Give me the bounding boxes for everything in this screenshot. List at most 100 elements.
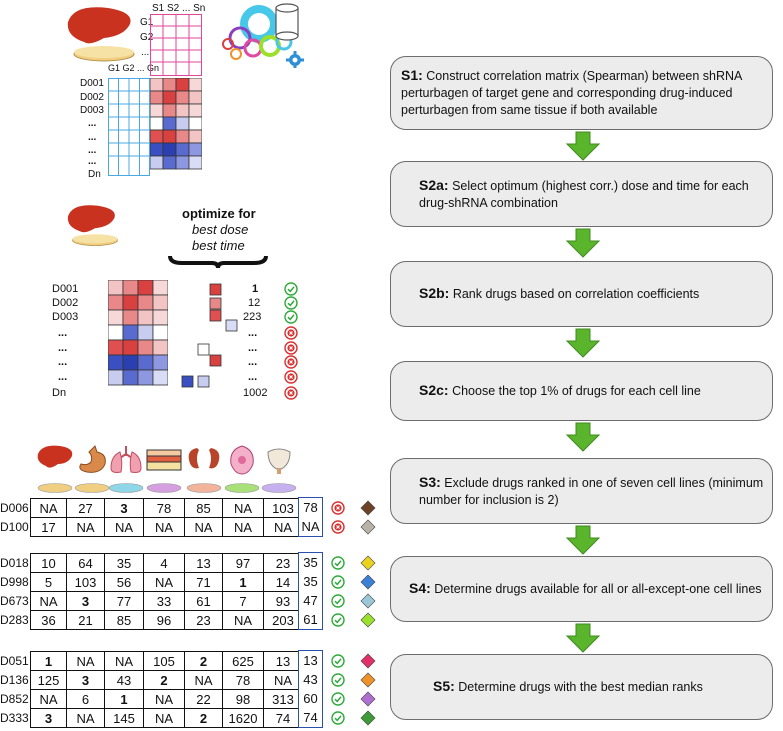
median-value: 43 — [303, 672, 318, 687]
median-value: 47 — [303, 593, 318, 608]
rank-cell: NA — [263, 670, 303, 690]
cross-icon — [284, 341, 298, 360]
liver-dish-illustration-1 — [67, 7, 135, 62]
rank-cell: NA — [66, 651, 105, 671]
rank-cell: 145 — [104, 708, 144, 728]
step-label: S2c: — [419, 382, 449, 398]
step-box: S5: Determine drugs with the best median… — [390, 654, 773, 720]
optimize-row-label: D001 — [52, 283, 79, 295]
drug-color-marker — [360, 672, 376, 693]
step-text: Determine drugs available for all or all… — [434, 582, 762, 596]
gene-sample-grid — [150, 14, 202, 76]
step-text: Exclude drugs ranked in one of seven cel… — [419, 475, 764, 507]
rank-cell: 85 — [104, 610, 144, 630]
step-label: S2b: — [419, 285, 450, 301]
drug-color-marker — [360, 710, 376, 731]
median-value: 78 — [303, 500, 318, 515]
drug-id-label: D100 — [0, 520, 29, 534]
drug-id-label: D006 — [0, 501, 29, 515]
check-icon — [331, 613, 345, 632]
breast-icon — [222, 444, 262, 501]
rank-cell: NA — [30, 498, 67, 518]
check-icon — [331, 692, 345, 711]
median-value: 13 — [303, 653, 318, 668]
rank-cell: 43 — [104, 670, 144, 690]
rank-cell: 13 — [184, 553, 223, 573]
median-value: 35 — [303, 574, 318, 589]
rank-cell: 13 — [263, 651, 303, 671]
step-label: S1: — [401, 67, 423, 83]
check-icon — [284, 282, 298, 301]
rank-cell: 6 — [66, 689, 105, 709]
drug-color-marker — [360, 593, 376, 614]
rank-cell: NA — [184, 670, 223, 690]
rank-cell: 78 — [143, 498, 185, 518]
rank-cell: 85 — [184, 498, 223, 518]
rank-cell: NA — [143, 708, 185, 728]
rank-cell: 77 — [104, 591, 144, 611]
cross-icon — [284, 386, 298, 405]
rank-cell: 7 — [222, 591, 264, 611]
step-text: Construct correlation matrix (Spearman) … — [401, 69, 742, 117]
check-icon — [331, 711, 345, 730]
optimize-rank: ... — [248, 342, 258, 354]
optimize-rank: 1 — [252, 283, 259, 295]
step-label: S4: — [409, 580, 431, 596]
step-content: S1: Construct correlation matrix (Spearm… — [401, 67, 764, 119]
down-arrow-icon — [565, 422, 601, 452]
rank-cell: NA — [30, 689, 67, 709]
step-label: S3: — [419, 473, 441, 490]
rank-cell: 36 — [30, 610, 67, 630]
optimize-brace — [168, 255, 268, 269]
cross-icon — [284, 326, 298, 345]
rank-cell: 2 — [184, 708, 223, 728]
drug-id-label: D018 — [0, 556, 29, 570]
median-value: NA — [301, 519, 320, 534]
gene-row-label: G1 — [140, 17, 154, 28]
optimize-row-label: ... — [58, 327, 68, 339]
gene-column-header: G1 G2 ... Gn — [108, 63, 160, 73]
rank-cell: 5 — [30, 572, 67, 592]
drug-row-label: Dn — [88, 169, 101, 180]
skin-icon — [144, 444, 184, 501]
down-arrow-icon — [565, 623, 601, 653]
rank-cell: 14 — [263, 572, 303, 592]
cross-icon — [284, 355, 298, 374]
check-icon — [331, 594, 345, 613]
drug-id-label: D333 — [0, 711, 29, 725]
rank-cell: NA — [222, 517, 264, 537]
step-label: S2a: — [419, 176, 449, 193]
cross-icon — [331, 520, 345, 539]
rank-cell: 103 — [263, 498, 303, 518]
step-text: Rank drugs based on correlation coeffici… — [452, 287, 700, 301]
drug-row-label: ... — [88, 132, 97, 143]
rank-cell: NA — [184, 517, 223, 537]
drug-id-label: D136 — [0, 673, 29, 687]
rank-cell: 2 — [184, 651, 223, 671]
rank-cell: 3 — [66, 670, 105, 690]
rank-cell: NA — [222, 498, 264, 518]
down-arrow-icon — [565, 328, 601, 358]
rank-cell: NA — [143, 572, 185, 592]
gene-row-label: G2 — [140, 32, 154, 43]
step-content: S2c: Choose the top 1% of drugs for each… — [419, 382, 701, 400]
rank-cell: 78 — [222, 670, 264, 690]
drug-id-label: D051 — [0, 654, 29, 668]
step-content: S5: Determine drugs with the best median… — [433, 678, 703, 696]
drug-gene-grid — [108, 78, 150, 176]
rank-cell: 3 — [104, 498, 144, 518]
kidney-icon — [184, 444, 224, 501]
rank-cell: 93 — [263, 591, 303, 611]
step-text: Determine drugs with the best median ran… — [458, 680, 703, 694]
rank-cell: NA — [104, 517, 144, 537]
rank-cell: 2 — [143, 670, 185, 690]
down-arrow-icon — [565, 228, 601, 258]
optimize-rank: ... — [248, 371, 258, 383]
